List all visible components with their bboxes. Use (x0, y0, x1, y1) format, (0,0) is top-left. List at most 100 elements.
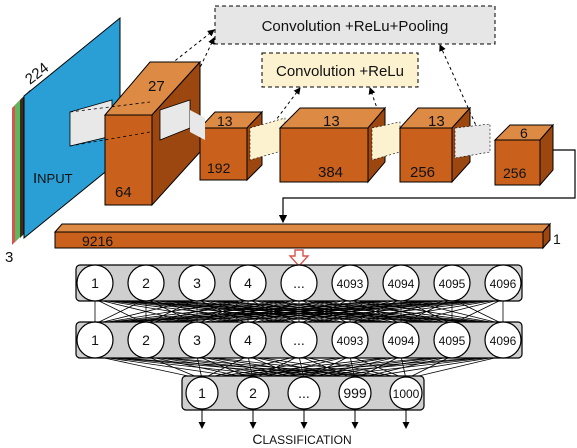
conv-block-3: 13 384 (278, 106, 401, 184)
output-node-label: 2 (249, 385, 257, 401)
fc2-node-circle (280, 321, 318, 359)
fc2-node-label: 4093 (337, 334, 364, 348)
fc2-node: 2 (127, 321, 165, 359)
output-node: 999 (338, 376, 372, 410)
output-node-label: 1000 (393, 387, 420, 401)
conv-block-5: 6 256 (493, 123, 555, 187)
flatten-connector (278, 149, 576, 224)
flatten-down-arrow (288, 249, 310, 268)
conv-block-2-top-label: 13 (217, 113, 233, 129)
output-node: ... (287, 376, 321, 410)
fc1-node-label: 2 (142, 275, 150, 291)
fc2-node-label: 3 (193, 332, 201, 348)
fc1-node-label: ... (293, 275, 305, 291)
classification-label: CLASSIFICATION (252, 431, 351, 447)
fc2-node: 4 (229, 321, 267, 359)
legend-conv-relu-pool: Convolution +ReLu+Pooling (214, 5, 496, 45)
fc1-node-label: 4093 (337, 277, 364, 291)
fc1-node-label: 4095 (439, 277, 466, 291)
conv-block-4: 13 256 (398, 106, 491, 184)
fc2-node-circle (382, 321, 420, 359)
fc2-node-circle (127, 321, 165, 359)
conv-block-2: 13 192 (190, 110, 286, 182)
fc1-node: ... (280, 264, 318, 302)
fc1-node: 4 (229, 264, 267, 302)
output-node: 1 (185, 376, 219, 410)
fc2-node-label: 4096 (490, 334, 517, 348)
fc1-node-label: 4094 (388, 277, 415, 291)
fc1-node-label: 1 (91, 275, 99, 291)
fc2-node-circle (484, 321, 522, 359)
conv-block-5-bottom-label: 256 (503, 165, 527, 181)
output-node: 2 (236, 376, 270, 410)
fc2-node: 4094 (382, 321, 420, 359)
fc1-node-circle (280, 264, 318, 302)
fc2-node-circle (178, 321, 216, 359)
flatten-left-label: 9216 (82, 233, 113, 249)
fc2-node: ... (280, 321, 318, 359)
classification-label-first: C (252, 431, 262, 447)
fc2-node: 4096 (484, 321, 522, 359)
fc2-node-label: 4094 (388, 334, 415, 348)
flatten-bar: 9216 1 (53, 222, 561, 250)
input-label-first: I (33, 170, 37, 187)
classification-label-rest: LASSIFICATION (262, 433, 351, 447)
conv-block-1-top-label: 27 (148, 78, 165, 95)
fc1-node-circle (76, 264, 114, 302)
fc2-node-circle (76, 321, 114, 359)
fc2-node-circle (229, 321, 267, 359)
fc-edges (94, 298, 504, 380)
fc1-node: 4093 (331, 264, 369, 302)
fc1-node: 1 (76, 264, 114, 302)
fc2-node-label: 4095 (439, 334, 466, 348)
fc2-node-label: ... (293, 332, 305, 348)
fc2-node: 3 (178, 321, 216, 359)
output-layer: 1 2... 999 1000 (185, 376, 423, 410)
fc2-node: 4093 (331, 321, 369, 359)
output-node-label: 1 (198, 385, 206, 401)
input-label: INPUT (33, 170, 73, 187)
fc1-node-circle (331, 264, 369, 302)
legend-conv-relu: Convolution +ReLu (261, 52, 419, 88)
fc2-node-label: 2 (142, 332, 150, 348)
output-node: 1000 (389, 376, 423, 410)
output-node-label: 999 (343, 385, 367, 401)
fc1-node-circle (127, 264, 165, 302)
fc2-node-circle (331, 321, 369, 359)
input-volume: 224 3 INPUT (5, 16, 121, 266)
fc2-node: 1 (76, 321, 114, 359)
output-node-label: ... (298, 385, 310, 401)
fc1-node-circle (178, 264, 216, 302)
input-label-rest: NPUT (37, 171, 72, 186)
fc1-node-circle (382, 264, 420, 302)
fc1-node: 4094 (382, 264, 420, 302)
conv-block-5-top-label: 6 (520, 125, 528, 141)
fc1-layer: 1 2 3 4... 4093 4094 4095 4096 (76, 264, 522, 302)
fc2-node-label: 4 (244, 332, 252, 348)
flatten-right-label: 1 (553, 231, 561, 247)
fc1-node-label: 3 (193, 275, 201, 291)
conv-block-3-bottom-label: 384 (318, 164, 343, 181)
conv-block-2-bottom-label: 192 (207, 160, 231, 176)
fc1-node-label: 4 (244, 275, 252, 291)
fc1-node: 2 (127, 264, 165, 302)
conv-block-3-top-label: 13 (323, 113, 340, 130)
legend-conv-relu-text: Convolution +ReLu (276, 63, 404, 80)
conv-block-4-bottom-label: 256 (410, 164, 435, 181)
fc1-node-label: 4096 (490, 277, 517, 291)
conv-block-4-top-label: 13 (428, 113, 445, 130)
fc2-node-label: 1 (91, 332, 99, 348)
conv-block-1-bottom-label: 64 (115, 184, 132, 201)
fc2-layer: 1 2 3 4... 4093 4094 4095 4096 (76, 321, 522, 359)
fc1-node-circle (484, 264, 522, 302)
fc1-node: 4095 (433, 264, 471, 302)
fc1-node: 3 (178, 264, 216, 302)
conv-block-1: 27 64 (69, 60, 202, 207)
input-depth-label: 3 (5, 249, 13, 266)
fc1-node-circle (433, 264, 471, 302)
fc2-node-circle (433, 321, 471, 359)
fc1-node-circle (229, 264, 267, 302)
fc2-node: 4095 (433, 321, 471, 359)
legend-conv-relu-pool-text: Convolution +ReLu+Pooling (262, 18, 449, 35)
